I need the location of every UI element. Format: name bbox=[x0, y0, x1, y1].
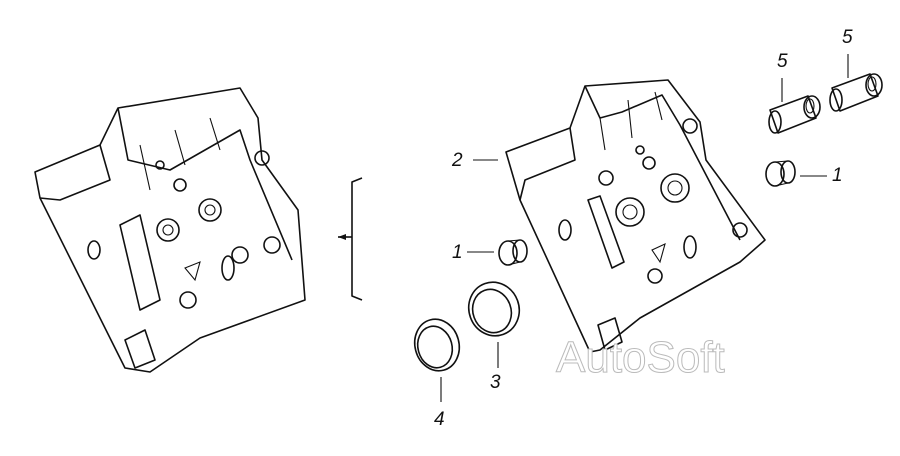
callout-2-cylinder-head: 2 bbox=[452, 150, 463, 171]
valve-guide-bushing-2 bbox=[829, 54, 883, 112]
cylinder-head bbox=[505, 79, 766, 353]
callout-4-seat-ring: 4 bbox=[434, 409, 445, 430]
callout-1-plug: 1 bbox=[452, 242, 463, 263]
plug-left bbox=[467, 239, 528, 266]
assembled-cylinder-head bbox=[34, 87, 306, 373]
callout-3-seat-ring: 3 bbox=[490, 372, 501, 393]
callout-5-bushing: 5 bbox=[842, 27, 853, 48]
plug-right bbox=[765, 160, 827, 187]
callout-5-bushing: 5 bbox=[777, 51, 788, 72]
assembly-bracket bbox=[338, 177, 363, 301]
valve-guide-bushing-1 bbox=[768, 78, 821, 134]
valve-seat-ring-4 bbox=[413, 318, 461, 402]
watermark: AutoSoft bbox=[556, 333, 726, 383]
valve-seat-ring-3 bbox=[467, 281, 521, 368]
callout-1-plug: 1 bbox=[832, 165, 843, 186]
